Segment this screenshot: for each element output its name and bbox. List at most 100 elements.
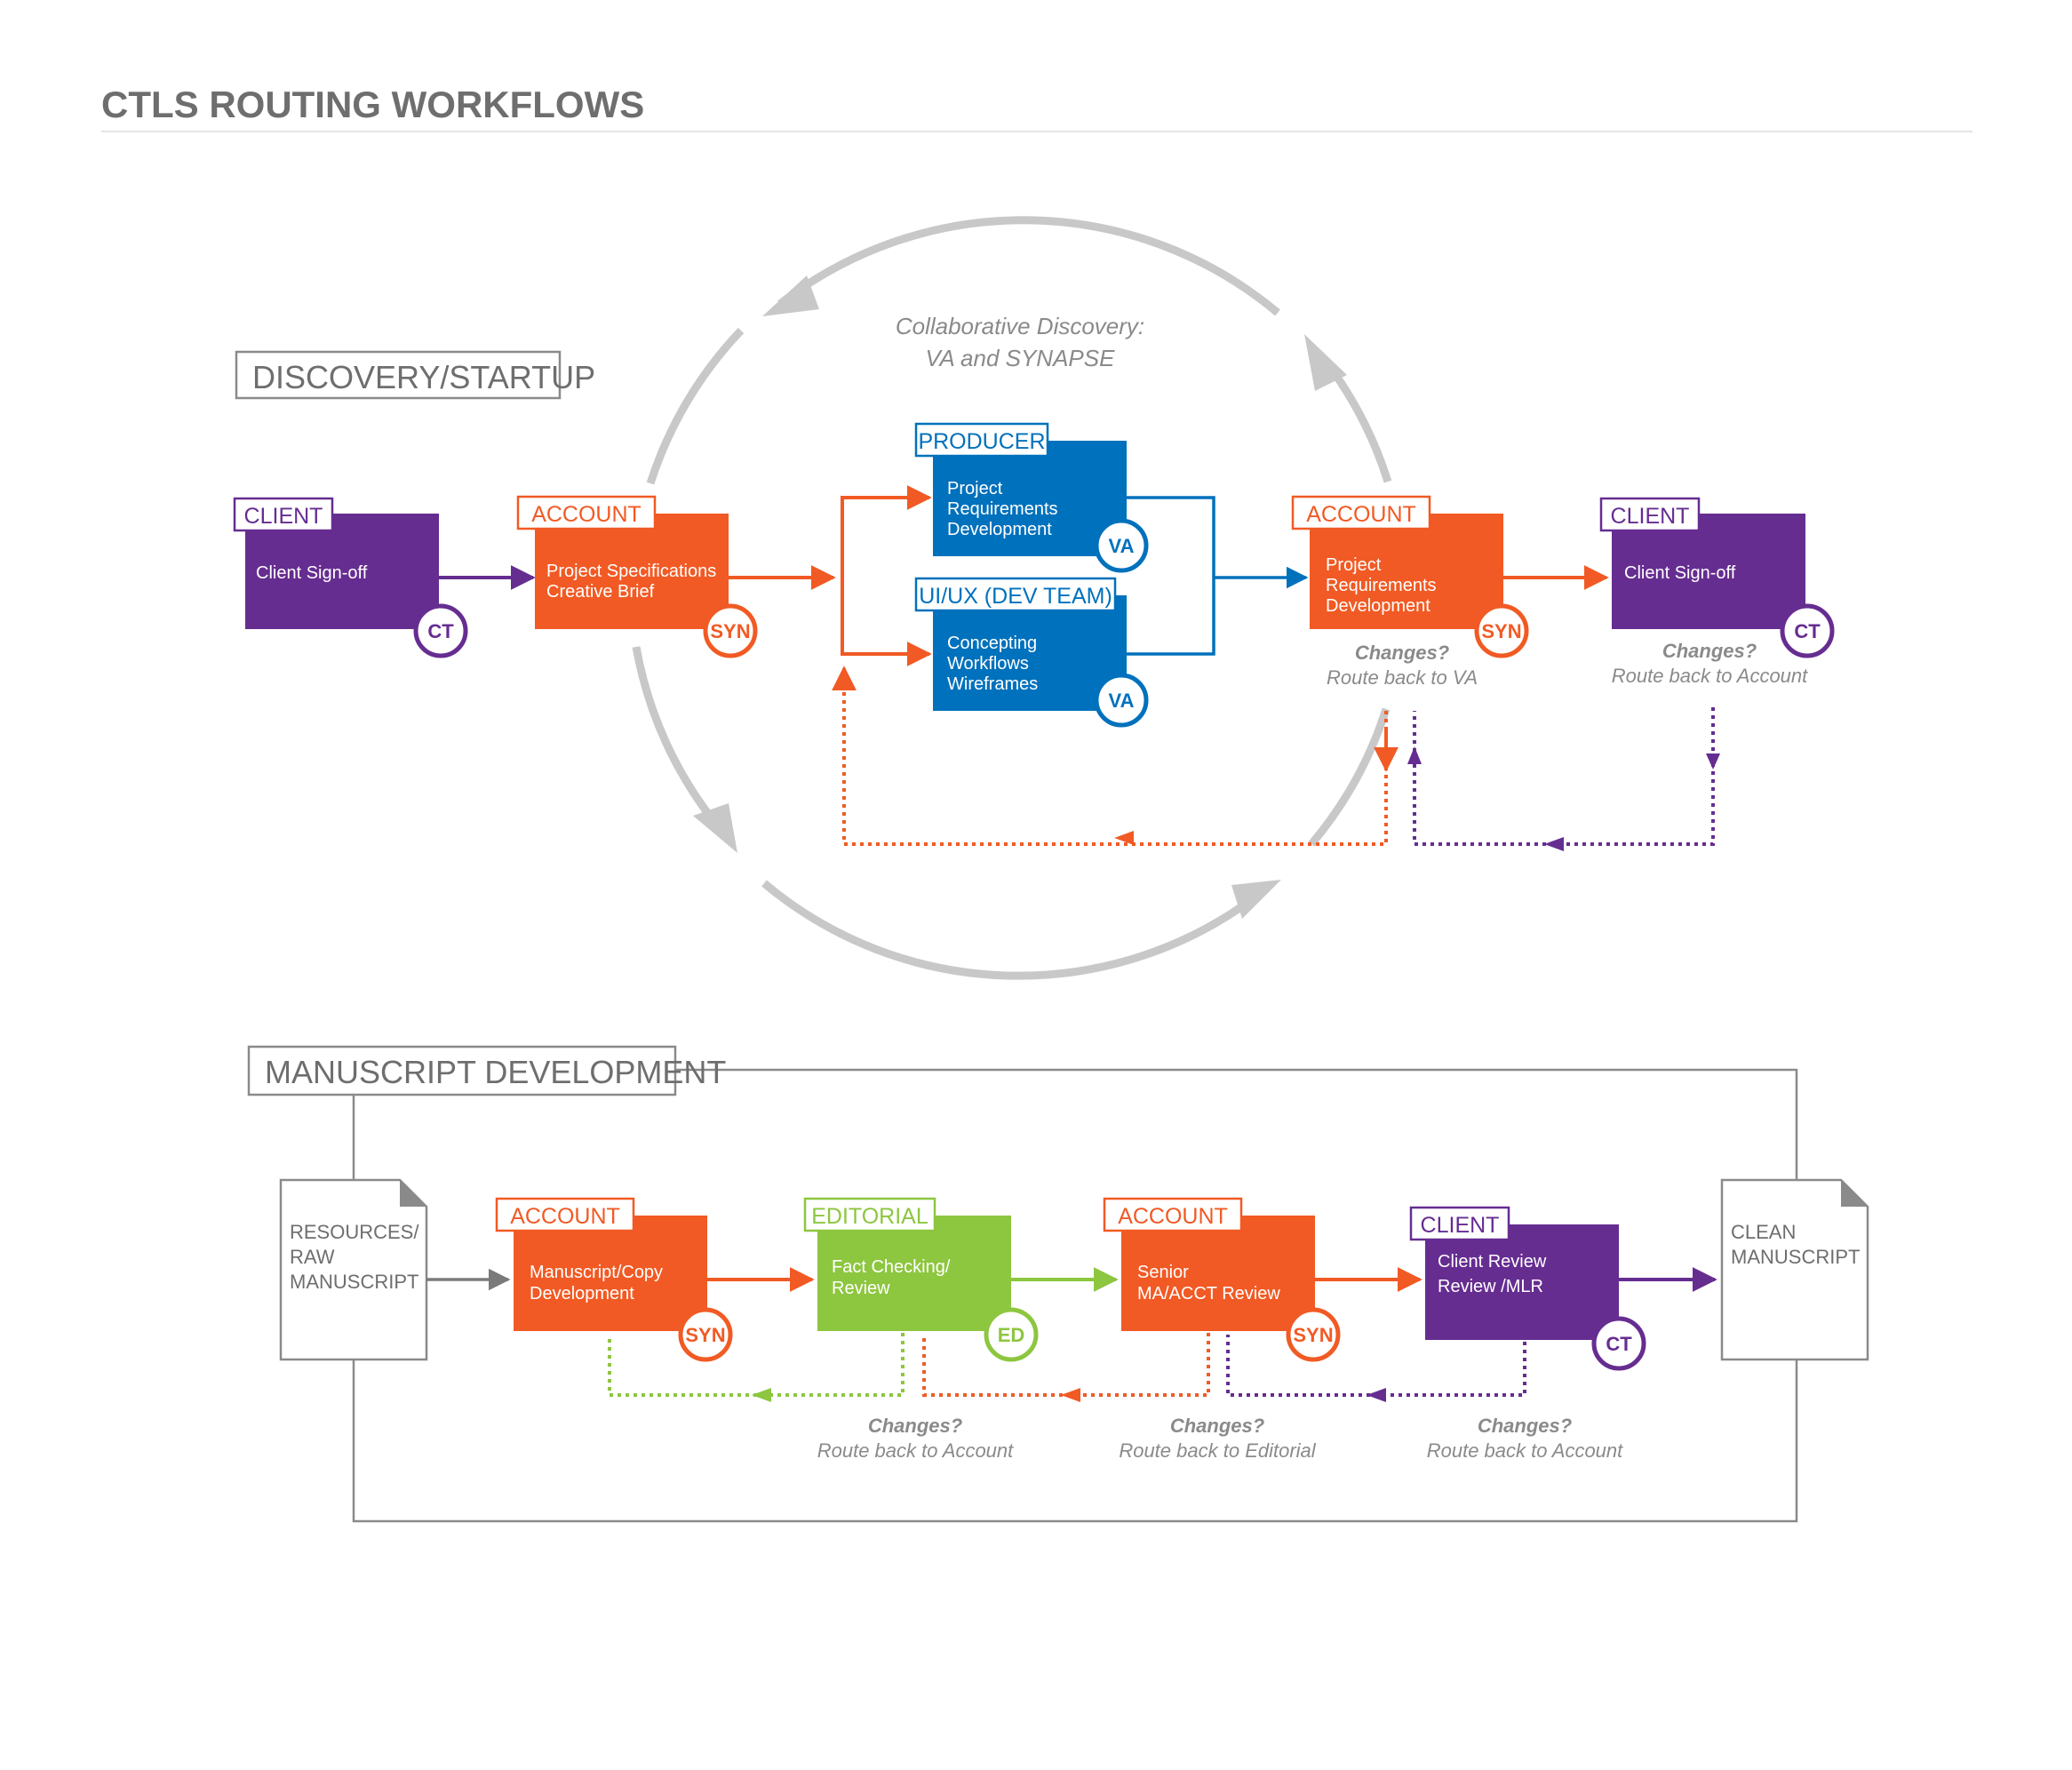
editorial-tag: EDITORIAL [811, 1204, 928, 1229]
ct-badge-label: CT [1794, 620, 1821, 642]
uiux-line-2: Workflows [947, 654, 1029, 674]
doc-line: MANUSCRIPT [1731, 1246, 1860, 1268]
manuscript-label-box [247, 1045, 677, 1096]
account-box-line-1: Project Specifications [546, 562, 716, 581]
return-arrowhead-left [752, 1388, 771, 1402]
account-tag: ACCOUNT [531, 502, 642, 527]
ct-badge [1591, 1316, 1646, 1371]
discovery-label-box [235, 350, 562, 400]
doc-line: RESOURCES/ [290, 1221, 419, 1243]
account-tag: ACCOUNT [1118, 1204, 1228, 1229]
return-loop-client-to-account [1226, 1335, 1526, 1397]
manuscript-frame [352, 1068, 1798, 1523]
syn-badge [703, 603, 758, 658]
merge-bracket [1127, 496, 1215, 656]
changes-note-bold: Changes? [1355, 642, 1449, 664]
uiux-box [933, 595, 1127, 711]
discovery-client-signoff-1[interactable]: CLIENT Client Sign-off CT [233, 497, 468, 658]
discovery-section-label: DISCOVERY/STARTUP [252, 359, 595, 395]
split-bracket [841, 496, 929, 656]
cycle-arrowhead-top [762, 275, 819, 316]
return-loop-editorial-to-account [608, 1333, 905, 1397]
cycle-arc-right-top [1331, 371, 1392, 483]
doc-line: RAW [290, 1246, 335, 1268]
discovery-account-project-specs[interactable]: ACCOUNT Project Specifications Creative … [516, 495, 758, 658]
discovery-uiux-dev-team[interactable]: UI/UX (DEV TEAM) Concepting Workflows Wi… [914, 577, 1149, 728]
discovery-client-signoff-2[interactable]: CLIENT Client Sign-off CT [1599, 497, 1835, 658]
manuscript-editorial[interactable]: EDITORIAL Fact Checking/ Review ED [803, 1197, 1039, 1362]
client-box-line: Client Sign-off [256, 563, 368, 583]
return-arrowhead-down [1706, 753, 1720, 769]
collab-line-2: VA and SYNAPSE [926, 345, 1116, 371]
manuscript-account-copy[interactable]: ACCOUNT Manuscript/Copy Development SYN [495, 1197, 733, 1362]
manuscript-client-review[interactable]: CLIENT Client Review Review /MLR CT [1409, 1206, 1646, 1371]
doc-line: CLEAN [1731, 1221, 1796, 1243]
return-arrowhead-left [1367, 1388, 1386, 1402]
account-line-1: Manuscript/Copy [530, 1263, 663, 1282]
manuscript-account-senior-review[interactable]: ACCOUNT Senior MA/ACCT Review SYN [1103, 1197, 1341, 1362]
resources-document: RESOURCES/ RAW MANUSCRIPT [279, 1178, 428, 1361]
editorial-line-1: Fact Checking/ [832, 1257, 951, 1277]
ct-badge [413, 603, 468, 658]
return-loop-to-account [1413, 707, 1715, 846]
client-line-2: Review /MLR [1438, 1277, 1543, 1296]
changes-note-text: Route back to Account [1427, 1439, 1623, 1462]
collab-line-1: Collaborative Discovery: [896, 313, 1144, 339]
client-tag-box [1409, 1206, 1510, 1241]
syn-badge [1474, 603, 1529, 658]
client-line-1: Client Review [1438, 1252, 1547, 1272]
ct-badge-label: CT [427, 620, 454, 642]
document-corner [400, 1180, 426, 1207]
syn-badge-label: SYN [1481, 620, 1521, 642]
producer-tag: PRODUCER [918, 429, 1045, 454]
manuscript-section-label: MANUSCRIPT DEVELOPMENT [265, 1054, 726, 1090]
discovery-cycle [632, 216, 1392, 980]
discovery-producer[interactable]: PRODUCER Project Requirements Developmen… [914, 422, 1149, 573]
account-box [535, 514, 729, 629]
producer-line-3: Development [947, 520, 1052, 539]
uiux-line-3: Wireframes [947, 674, 1038, 694]
va-badge-label: VA [1109, 690, 1135, 712]
client-tag-box [1599, 497, 1701, 532]
document-icon [1720, 1178, 1869, 1361]
discovery-account-requirements[interactable]: ACCOUNT Project Requirements Development… [1291, 495, 1529, 658]
account-box-line-2: Creative Brief [546, 582, 655, 602]
editorial-tag-box [803, 1197, 936, 1232]
account-tag-box [516, 495, 657, 530]
client-box-line: Client Sign-off [1624, 563, 1736, 583]
cycle-arc-left-top [646, 327, 745, 485]
account-line-1: Project [1326, 555, 1382, 575]
va-badge-label: VA [1109, 535, 1135, 557]
changes-note-bold: Changes? [868, 1415, 962, 1437]
cycle-arrowhead-right [1304, 334, 1347, 391]
ed-badge [984, 1307, 1039, 1362]
return-arrowhead-left [1114, 831, 1134, 845]
client-tag: CLIENT [1611, 504, 1690, 529]
va-badge [1094, 518, 1149, 573]
client-box [1425, 1224, 1619, 1340]
account-box [514, 1216, 707, 1331]
va-badge [1094, 673, 1149, 728]
producer-line-2: Requirements [947, 499, 1058, 519]
changes-note-text: Route back to VA [1327, 666, 1478, 689]
cycle-arrowhead-left [693, 803, 737, 853]
doc-line: MANUSCRIPT [290, 1271, 418, 1293]
editorial-line-2: Review [832, 1279, 890, 1298]
syn-badge-label: SYN [1293, 1324, 1333, 1346]
uiux-tag-box [914, 577, 1117, 612]
discovery-section: DISCOVERY/STARTUP Collaborative Discover… [233, 216, 1835, 980]
account-box [1310, 514, 1503, 629]
syn-badge-label: SYN [710, 620, 750, 642]
uiux-line-1: Concepting [947, 634, 1037, 653]
account-line-2: MA/ACCT Review [1137, 1284, 1280, 1304]
account-tag-box [1103, 1197, 1243, 1232]
ct-badge-label: CT [1606, 1333, 1632, 1355]
account-line-3: Development [1326, 596, 1430, 616]
account-box [1121, 1216, 1315, 1331]
document-corner [1841, 1180, 1868, 1207]
syn-badge [678, 1307, 733, 1362]
account-line-1: Senior [1137, 1263, 1189, 1282]
clean-manuscript-document: CLEAN MANUSCRIPT [1720, 1178, 1869, 1361]
cycle-arrowhead-bottom [1231, 880, 1281, 919]
